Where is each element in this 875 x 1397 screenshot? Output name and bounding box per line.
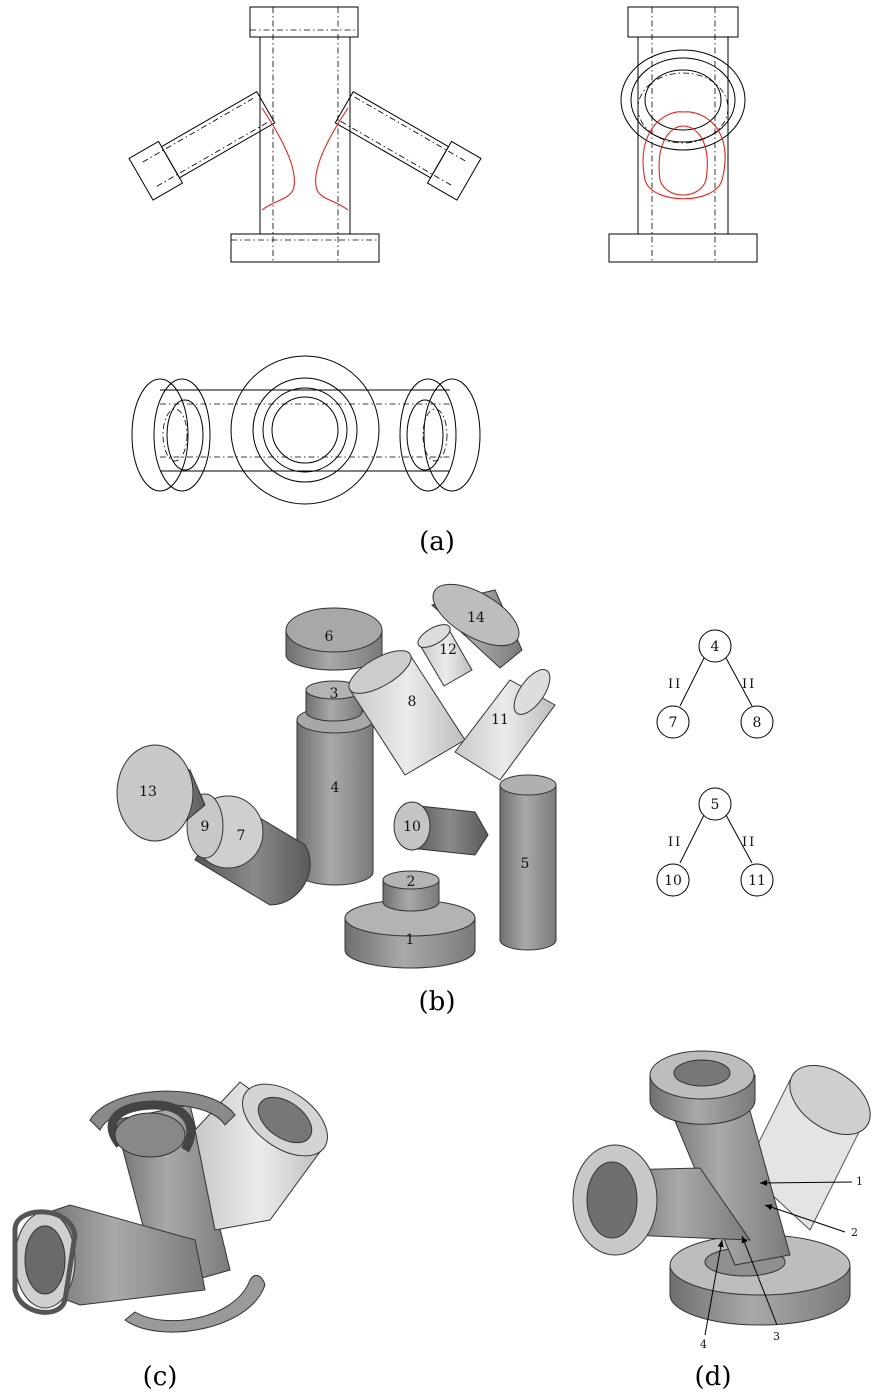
caption-c: (c) (143, 1362, 178, 1392)
part-13: 13 (116, 744, 206, 842)
part-2: 2 (382, 870, 440, 912)
side-view-drawing (608, 6, 758, 263)
part-label-12: 12 (439, 642, 457, 658)
part-label-13: 13 (139, 784, 157, 800)
part-label-2: 2 (407, 874, 416, 890)
part-14: 14 (430, 583, 523, 669)
part-8: 8 (348, 650, 466, 776)
part-12: 12 (417, 624, 473, 687)
part-label-6: 6 (325, 629, 334, 645)
callout-3: 3 (773, 1330, 780, 1343)
callout-2: 2 (851, 1226, 858, 1239)
part-3: 3 (305, 680, 363, 722)
part-label-1: 1 (406, 932, 415, 948)
tree2-root: 5 (711, 797, 720, 813)
top-view-drawing (131, 355, 481, 505)
surface-model-c (12, 1081, 328, 1333)
part-label-5: 5 (521, 856, 530, 872)
part-label-10: 10 (403, 819, 421, 835)
part-label-11: 11 (491, 712, 509, 728)
front-view-drawing (128, 6, 482, 263)
tree2-right-edge: II (742, 835, 756, 850)
tree2-left-edge: II (668, 835, 682, 850)
callout-1: 1 (856, 1175, 863, 1188)
solid-model-d: 1 2 3 4 (572, 1050, 871, 1351)
tree1-root: 4 (711, 639, 720, 655)
tree-2: 5 10 11 II II (656, 787, 774, 897)
tree-1: 4 7 8 II II (656, 629, 774, 739)
part-6: 6 (285, 607, 383, 671)
part-5: 5 (499, 774, 557, 951)
caption-b: (b) (419, 987, 456, 1017)
callout-4: 4 (700, 1338, 707, 1351)
caption-a: (a) (419, 527, 455, 557)
tree1-left: 7 (669, 715, 678, 731)
tree1-right: 8 (753, 715, 762, 731)
tree2-right: 11 (748, 873, 766, 889)
tree1-right-edge: II (742, 677, 756, 692)
part-label-7: 7 (237, 828, 246, 844)
part-label-4: 4 (331, 780, 340, 796)
part-10: 10 (393, 801, 489, 856)
part-11: 11 (454, 669, 556, 781)
part-label-14: 14 (467, 610, 485, 626)
part-label-9: 9 (201, 819, 210, 835)
caption-d: (d) (695, 1362, 732, 1392)
tree1-left-edge: II (668, 677, 682, 692)
part-label-3: 3 (330, 686, 339, 702)
tree2-left: 10 (664, 873, 682, 889)
exploded-parts: 1 2 4 3 6 8 (116, 583, 557, 969)
part-label-8: 8 (408, 694, 417, 710)
